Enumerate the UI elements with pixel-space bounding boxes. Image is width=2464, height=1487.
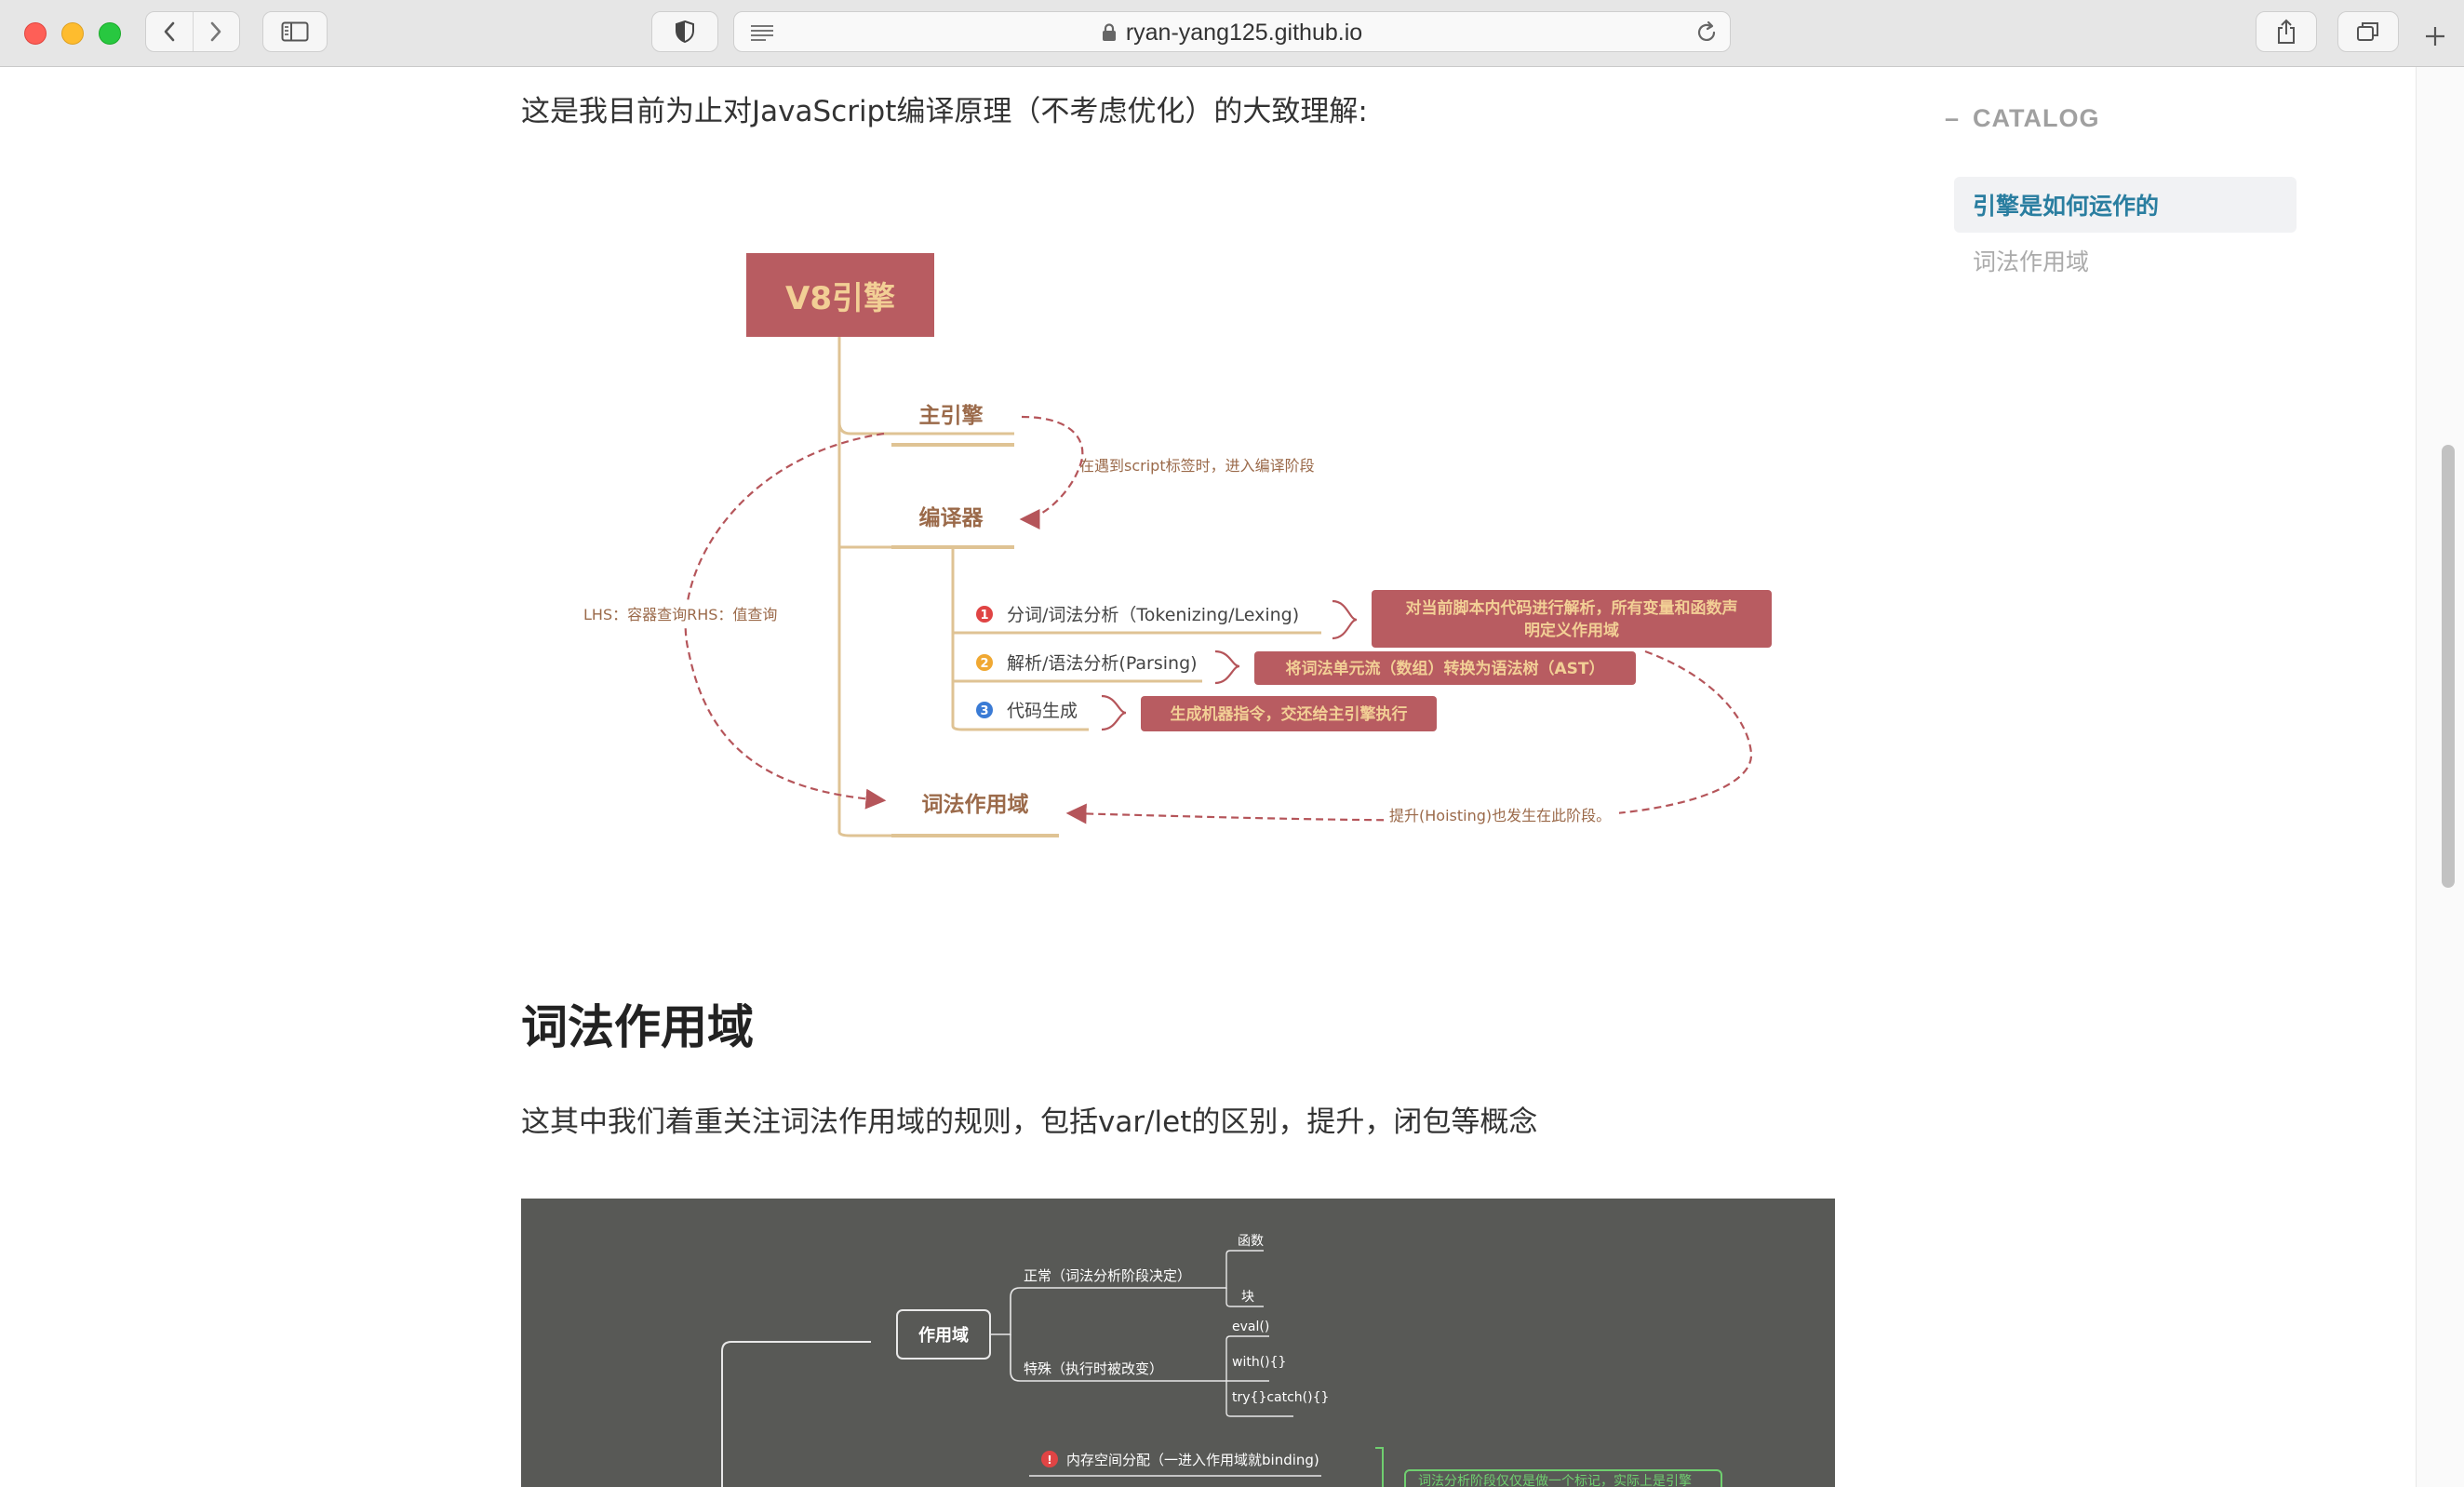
svg-text:!: ! [1047,1454,1051,1467]
scrollbar-track[interactable] [2416,67,2464,1487]
svg-text:1: 1 [980,609,988,623]
catalog-item-label: 引擎是如何运作的 [1973,193,2160,220]
window-minimize-button[interactable] [61,22,84,45]
v8-engine-mindmap: V8引擎 主引擎 在遇到script标签时，进入编译阶段 编译器 LHS：容器查… [577,253,1772,837]
svg-text:3: 3 [980,704,988,718]
catalog-item-label: 词法作用域 [1973,248,2090,275]
collapse-dash-icon: – [1945,104,1961,132]
intro-paragraph: 这是我目前为止对JavaScript编译原理（不考虑优化）的大致理解: [521,95,1368,128]
url-text: ryan-yang125.github.io [1125,19,1363,46]
lhs-rhs-note: LHS：容器查询RHS：值查询 [583,606,777,623]
with-leaf: with(){} [1232,1355,1286,1370]
window-zoom-button[interactable] [99,22,121,45]
analysis-note: 词法分析阶段仅仅是做一个标记，实际上是引擎 [1418,1474,1692,1487]
address-bar[interactable]: ryan-yang125.github.io [733,11,1731,52]
sidebar-icon [281,21,309,42]
share-button[interactable] [2256,11,2317,52]
step-lexing: 分词/词法分析（Tokenizing/Lexing) [1007,605,1299,625]
tab-overview-button[interactable] [2337,11,2399,52]
memory-branch: 内存空间分配（一进入作用域就binding) [1066,1452,1319,1468]
block-leaf: 块 [1241,1290,1254,1305]
lexical-scope-node: 词法作用域 [922,792,1029,817]
section-heading: 词法作用域 [521,1000,754,1054]
step-parsing: 解析/语法分析(Parsing) [1007,653,1198,674]
shield-icon [676,20,694,44]
chevron-left-icon [164,21,175,42]
forward-button[interactable] [193,12,239,51]
new-tab-button[interactable] [2423,24,2447,52]
hoisting-note: 提升(Hoisting)也发生在此阶段。 [1389,807,1611,824]
callout-lexing-line1: 对当前脚本内代码进行解析，所有变量和函数声 [1406,598,1738,618]
browser-toolbar: ryan-yang125.github.io [0,0,2464,67]
scope-node: 作用域 [918,1325,969,1346]
scope-mindmap: 作用域 正常（词法分析阶段决定） 特殊（执行时被改变） 函数 块 eval() … [521,1199,1835,1487]
lock-icon [1102,23,1116,41]
function-leaf: 函数 [1238,1234,1264,1249]
catalog-heading[interactable]: –CATALOG [1945,104,2100,132]
step-codegen: 代码生成 [1007,701,1078,721]
callout-parsing: 将词法单元流（数组）转换为语法树（AST） [1286,659,1605,678]
catalog-item-engine[interactable]: 引擎是如何运作的 [1954,177,2297,233]
eval-leaf: eval() [1232,1320,1269,1334]
catalog-item-lexical-scope[interactable]: 词法作用域 [1954,233,2297,288]
reload-icon[interactable] [1694,20,1719,48]
scrollbar-thumb[interactable] [2442,445,2455,888]
section-paragraph: 这其中我们着重关注词法作用域的规则，包括var/let的区别，提升，闭包等概念 [521,1105,1538,1139]
history-nav-group [145,11,240,52]
normal-branch: 正常（词法分析阶段决定） [1024,1267,1191,1284]
compiler-node: 编译器 [919,505,984,530]
privacy-report-button[interactable] [651,11,718,52]
callout-lexing-line2: 明定义作用域 [1524,621,1619,640]
share-icon [2278,19,2295,44]
script-note: 在遇到script标签时，进入编译阶段 [1079,457,1315,475]
tabs-icon [2357,22,2378,41]
callout-codegen: 生成机器指令，交还给主引擎执行 [1171,704,1408,724]
chevron-right-icon [210,21,221,42]
reader-mode-icon[interactable] [749,21,775,47]
special-branch: 特殊（执行时被改变） [1024,1360,1163,1377]
window-close-button[interactable] [24,22,47,45]
svg-text:2: 2 [980,657,988,671]
back-button[interactable] [146,12,193,51]
main-engine-node: 主引擎 [919,403,984,428]
root-node: V8引擎 [785,280,895,317]
plus-icon [2426,27,2444,46]
sidebar-toggle-button[interactable] [262,11,328,52]
trycatch-leaf: try{}catch(){} [1232,1390,1329,1405]
